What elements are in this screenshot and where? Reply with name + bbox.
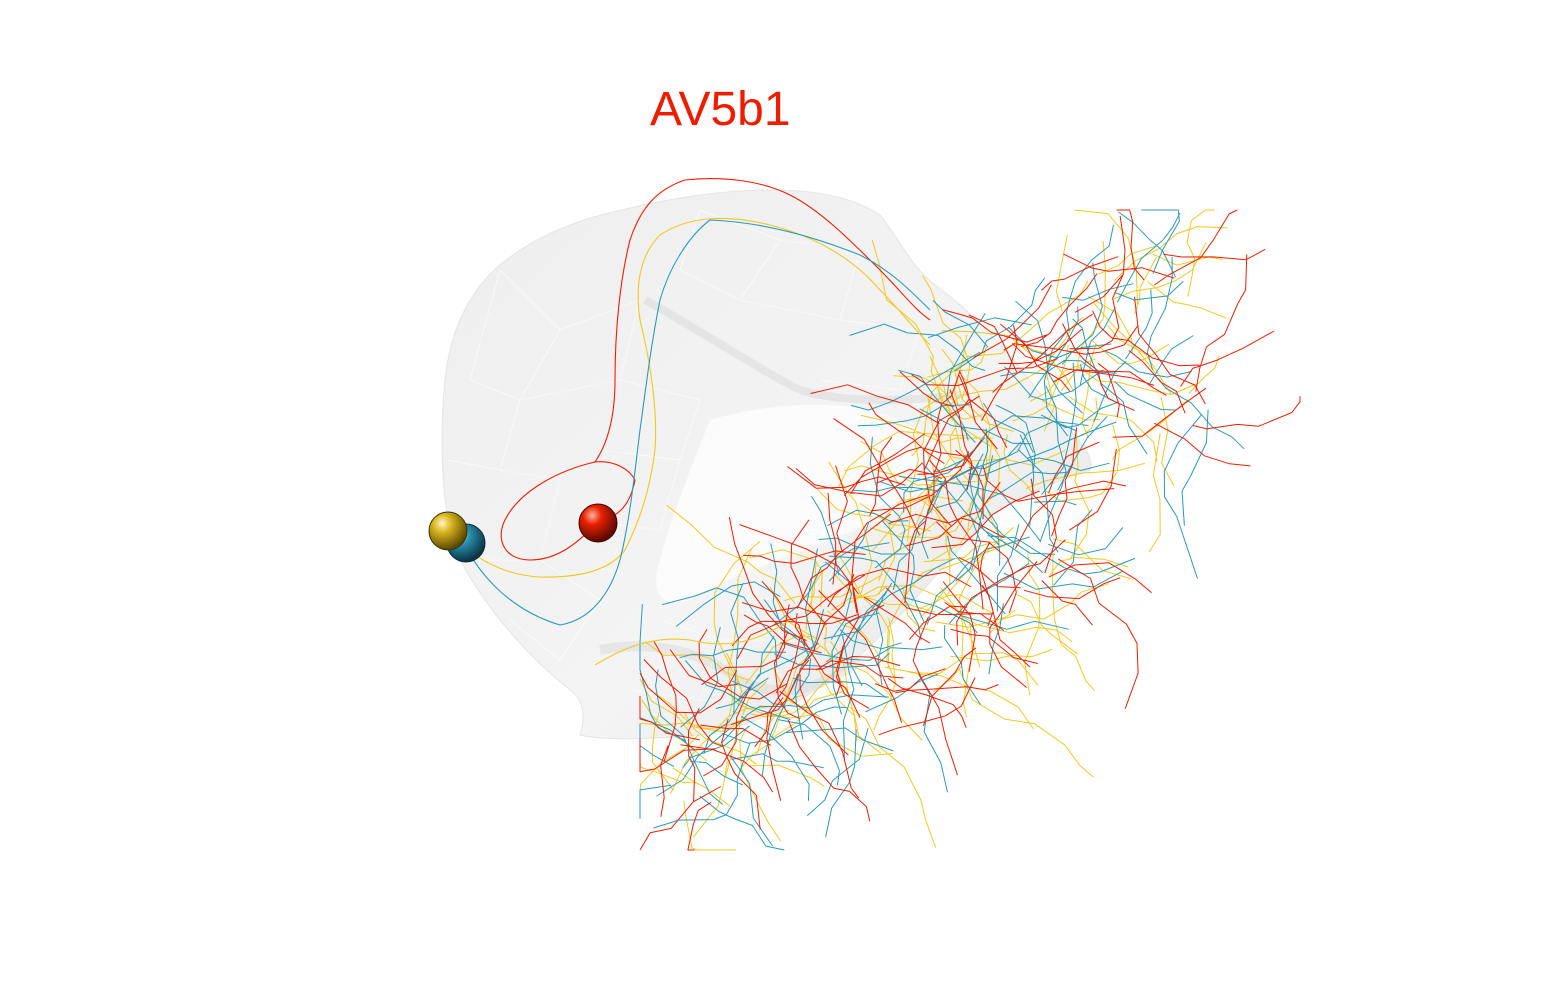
neuron-red-arbor [639,209,1301,851]
neuron-yellow-dendrites [639,209,1228,851]
neuron-yellow-soma[interactable] [428,511,468,551]
neuron-red-soma[interactable] [578,503,618,543]
neuron-yellow-primary-neurite [447,217,931,666]
neuropil-mesh [441,189,1092,740]
mesh-inner-cavity [656,404,960,603]
neuron-red-primary-neurite [500,178,931,561]
neuron-blue-primary-neurite [464,219,931,626]
mesh-facets [447,209,1021,701]
neuron-red-dendrites [639,209,1301,851]
neuron-type-title: AV5b1 [650,83,791,136]
mesh-ridge [643,296,961,404]
neuron-yellow-arbor [639,209,1228,851]
